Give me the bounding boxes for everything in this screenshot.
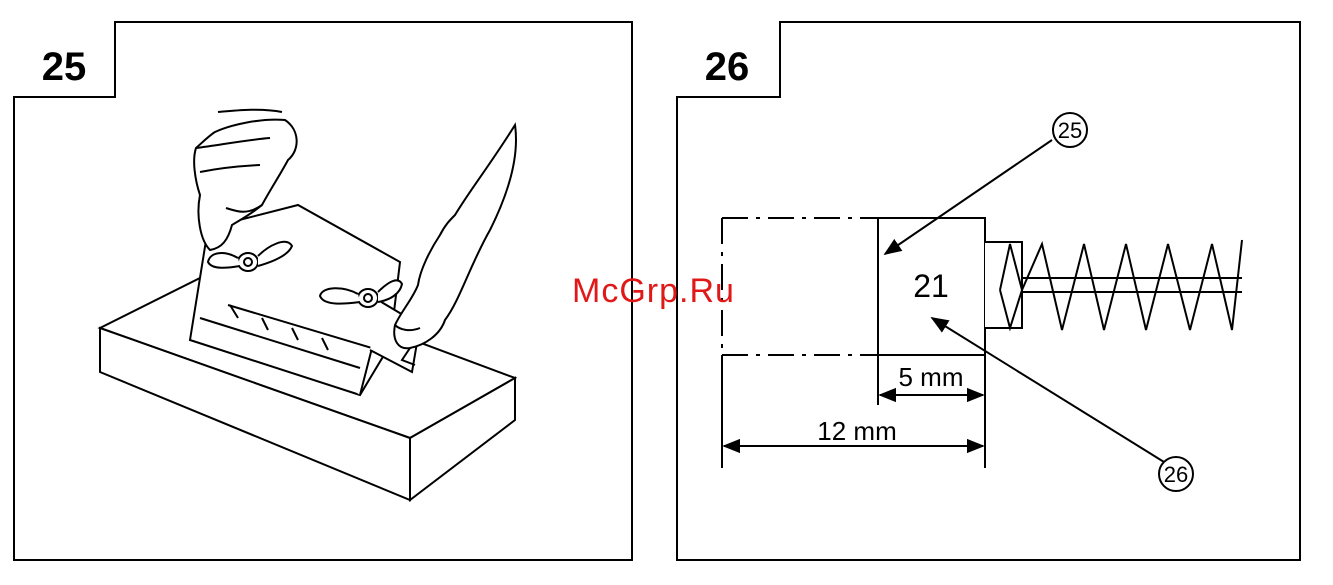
dimension-12mm-label: 12 mm: [817, 416, 896, 446]
brush-spring: [1022, 240, 1242, 330]
callout-leader-bottom: [932, 318, 1164, 462]
figure-26-number: 26: [705, 45, 750, 89]
brush-terminal: [985, 242, 1022, 328]
callout-label-bottom: 26: [1164, 462, 1188, 487]
figure-25-number: 25: [42, 45, 87, 89]
worn-brush-outline: [722, 218, 878, 355]
right-hand: [394, 125, 516, 348]
figure-26: [677, 22, 1300, 560]
watermark-text: McGrp.Ru: [572, 272, 735, 311]
dimension-5mm-label: 5 mm: [899, 362, 964, 392]
part-label-21: 21: [913, 268, 949, 304]
callout-label-top: 25: [1058, 118, 1082, 143]
figure-25: [14, 22, 632, 560]
